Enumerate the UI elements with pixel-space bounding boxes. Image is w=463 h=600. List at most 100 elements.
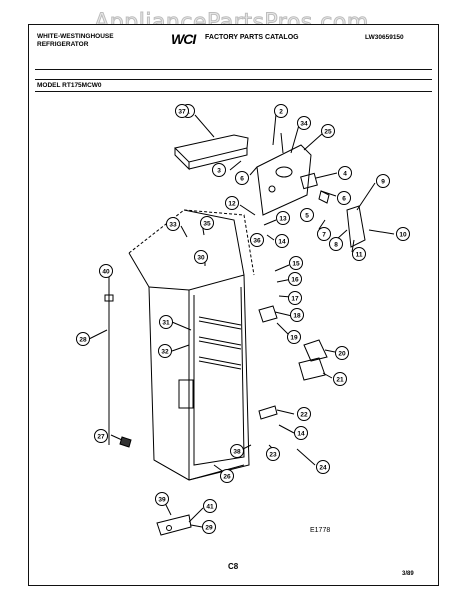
page-number: C8 [228, 562, 239, 571]
callout-label: 32 [161, 348, 169, 355]
callout-circle [99, 264, 113, 278]
callout-label: 6 [240, 175, 244, 182]
callout-label: 23 [269, 451, 277, 458]
callout-circle [287, 330, 301, 344]
callout-35: 35 [200, 216, 214, 230]
hinge-pin-part [258, 405, 278, 420]
callout-24: 24 [316, 460, 330, 474]
parts-catalog-page: WHITE-WESTINGHOUSE REFRIGERATOR WCI FACT… [28, 24, 439, 586]
callout-label: 24 [319, 464, 327, 471]
callout-circle [250, 233, 264, 247]
callout-label: 28 [79, 336, 87, 343]
callout-6: 6 [235, 171, 249, 185]
callout-25: 25 [321, 124, 335, 138]
callout-label: 38 [233, 448, 241, 455]
bottom-hinge [156, 514, 192, 536]
leader-29 [190, 524, 203, 528]
callout-20: 20 [335, 346, 349, 360]
callout-33: 33 [166, 217, 180, 231]
model-label: MODEL RT175MCW0 [37, 82, 102, 89]
vegetable-bin-area [178, 379, 194, 409]
callout-label: 11 [356, 251, 363, 258]
control-knob [268, 185, 276, 193]
callout-39: 39 [155, 492, 169, 506]
callout-40: 40 [99, 264, 113, 278]
callout-label: 39 [158, 496, 166, 503]
callout-label: 5 [305, 212, 309, 219]
callout-30: 30 [194, 250, 208, 264]
callout-29: 29 [202, 520, 216, 534]
leader-41 [188, 507, 204, 523]
callout-label: 14 [278, 238, 286, 245]
brand-line-2: REFRIGERATOR [37, 41, 89, 48]
callout-circle [158, 344, 172, 358]
callout-label: 35 [203, 220, 211, 227]
brand-header: WHITE-WESTINGHOUSE REFRIGERATOR [37, 33, 114, 49]
callout-10: 10 [396, 227, 410, 241]
callout-label: 34 [300, 120, 308, 127]
leader-4 [315, 172, 338, 179]
model-divider [35, 91, 432, 93]
callout-label: 10 [399, 231, 407, 238]
thermostat-part [300, 172, 318, 190]
callout-label: 13 [279, 215, 287, 222]
leader-21 [322, 372, 333, 379]
hinge-part [303, 339, 328, 362]
callout-14: 14 [275, 234, 289, 248]
leader-32 [171, 344, 190, 352]
callout-27: 27 [94, 429, 108, 443]
callout-circle [300, 208, 314, 222]
leader-33 [180, 225, 188, 238]
callout-label: 26 [223, 473, 231, 480]
callout-label: 36 [253, 237, 261, 244]
callout-16: 16 [288, 272, 302, 286]
wci-logo: WCI [171, 31, 196, 47]
callout-19: 19 [287, 330, 301, 344]
callout-label: 31 [162, 319, 170, 326]
callout-41: 41 [203, 499, 217, 513]
callout-circle [274, 104, 288, 118]
leader-18 [274, 311, 293, 317]
cabinet-inner-liner [193, 286, 245, 466]
leader-1 [272, 113, 277, 146]
catalog-title: FACTORY PARTS CATALOG [205, 34, 299, 41]
callout-circle [202, 520, 216, 534]
leader-12 [239, 204, 256, 216]
callout-5: 5 [300, 208, 314, 222]
top-cover-bottom [188, 148, 248, 170]
leader-14a [266, 234, 275, 241]
callout-circle [212, 163, 226, 177]
callout-label: 40 [102, 268, 110, 275]
callout-label: 9 [381, 178, 385, 185]
cabinet-top-back [183, 209, 245, 276]
leader-28 [88, 329, 108, 340]
callout-label: 8 [334, 241, 338, 248]
catalog-part-number: LW30659150 [365, 34, 404, 41]
revision-date: 3/89 [402, 571, 414, 577]
brand-line-1: WHITE-WESTINGHOUSE [37, 33, 114, 40]
callout-13: 13 [276, 211, 290, 225]
callout-37: 37 [175, 104, 189, 118]
callout-circle [289, 256, 303, 270]
callout-label: 15 [292, 260, 300, 267]
callout-label: 7 [322, 231, 326, 238]
light-shield-part [346, 205, 366, 248]
leader-6a [249, 166, 258, 176]
leader-10 [368, 229, 395, 235]
callout-15: 15 [289, 256, 303, 270]
callout-circle [297, 116, 311, 130]
callout-circle [159, 315, 173, 329]
callout-label: 4 [343, 170, 347, 177]
callout-label: 17 [291, 295, 299, 302]
callout-23: 23 [266, 447, 280, 461]
callout-22: 22 [297, 407, 311, 421]
leveling-leg [119, 436, 132, 448]
leader-13 [263, 219, 277, 226]
drain-clip [104, 294, 114, 302]
callout-circle [316, 460, 330, 474]
callout-32: 32 [158, 344, 172, 358]
lamp-socket-part [318, 190, 330, 204]
callout-circle [321, 124, 335, 138]
callout-circle [166, 217, 180, 231]
control-dial [275, 166, 293, 178]
